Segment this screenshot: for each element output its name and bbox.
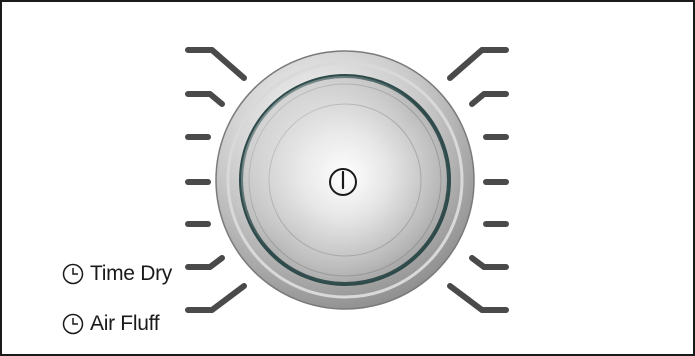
program-label-air-fluff: Air Fluff [62, 312, 159, 336]
position-mark [450, 286, 506, 310]
position-mark [450, 50, 506, 78]
position-mark [188, 50, 244, 78]
program-label-text: Time Dry [90, 262, 172, 286]
position-mark [472, 258, 506, 267]
position-mark [188, 94, 222, 104]
clock-icon [62, 263, 84, 285]
position-mark [188, 286, 244, 310]
program-label-time-dry: Time Dry [62, 262, 172, 286]
position-mark [188, 258, 222, 267]
position-mark [472, 94, 506, 104]
program-selector-knob[interactable] [216, 51, 474, 309]
program-label-text: Air Fluff [90, 312, 159, 336]
clock-icon [62, 313, 84, 335]
